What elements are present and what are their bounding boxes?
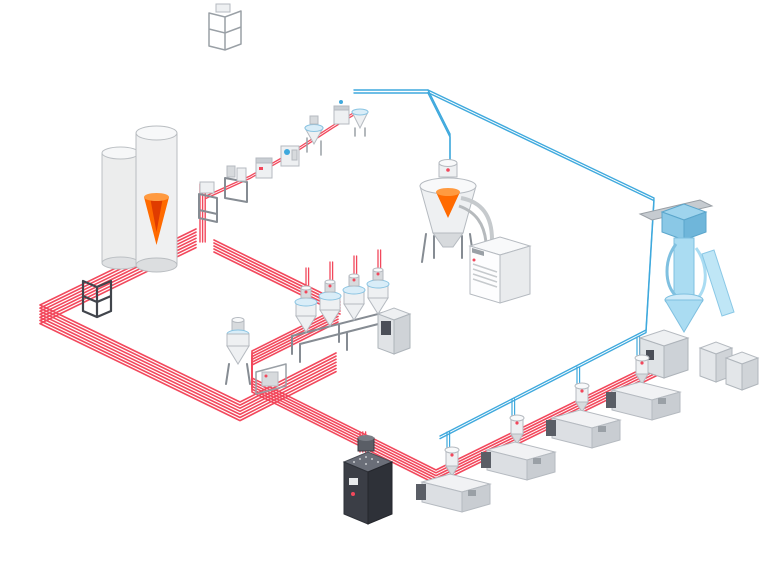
material-hopper-4 <box>366 267 390 315</box>
hopper-stand <box>198 181 218 223</box>
blender-display <box>349 478 358 485</box>
motor <box>533 458 541 464</box>
motor <box>598 426 606 432</box>
control-strip <box>472 248 484 256</box>
small-machine <box>255 157 273 179</box>
red-left-loop <box>39 243 337 419</box>
red-left-loop <box>39 231 337 406</box>
gravimetric-blender <box>342 435 394 525</box>
extruder-1 <box>416 446 492 513</box>
red-bottom-band <box>251 307 665 471</box>
pipe-support-rack <box>81 279 113 319</box>
red-left-loop <box>39 228 337 403</box>
blue-main-line <box>427 89 655 437</box>
motor <box>468 490 476 496</box>
inner-cone <box>436 192 460 218</box>
vacuum-pump-unit <box>280 145 300 167</box>
silo-lid <box>101 146 140 160</box>
red-left-loop <box>39 237 337 413</box>
tower-top-box <box>215 3 231 13</box>
red-center-feed <box>213 248 341 312</box>
loader-station <box>225 317 251 385</box>
storage-silo-right <box>135 125 178 273</box>
pelletizing-line <box>638 199 735 379</box>
receiving-hopper <box>664 299 704 333</box>
silo-base <box>101 256 140 270</box>
red-center-feed <box>213 239 341 303</box>
silo-base <box>135 257 178 273</box>
support-tower-frame <box>208 3 242 51</box>
vacuum-station <box>333 100 369 137</box>
die-head <box>546 420 556 436</box>
extruder-4 <box>606 354 682 421</box>
red-left-loop <box>39 240 337 416</box>
die-head <box>416 484 426 500</box>
storage-silo-left <box>101 146 140 270</box>
vent-grille <box>472 263 498 288</box>
control-cabinet <box>376 307 412 355</box>
blue-main-line <box>427 91 655 440</box>
cabinet-panel <box>381 321 391 335</box>
material-cone-core <box>150 197 163 232</box>
blue-top-feed <box>353 89 451 161</box>
blender-top-grid <box>353 456 379 465</box>
equipment-platform <box>224 165 248 203</box>
flex-hoses <box>458 196 494 243</box>
material-hopper-2 <box>318 279 342 327</box>
silo-lid <box>135 125 178 141</box>
aux-machine-2 <box>724 351 760 391</box>
mini-hopper <box>304 115 324 156</box>
material-surface <box>144 193 169 201</box>
motor <box>658 398 666 404</box>
dehumidifier-cabinet <box>468 236 532 304</box>
base-panel <box>646 350 654 360</box>
red-center-feed <box>213 245 341 309</box>
extruder-2 <box>481 414 557 481</box>
material-hopper-3 <box>342 273 366 321</box>
column <box>673 237 695 301</box>
die-head <box>481 452 491 468</box>
material-hopper-1 <box>294 285 318 333</box>
red-center-feed <box>213 251 341 315</box>
blue-pipe-left <box>665 243 678 298</box>
chute <box>701 249 735 317</box>
blue-top-feed <box>353 92 451 164</box>
red-left-loop <box>39 234 337 410</box>
extruder-3 <box>546 382 622 449</box>
blue-pipe-right <box>694 247 707 299</box>
die-head <box>606 392 616 408</box>
dosing-frame <box>255 363 287 395</box>
